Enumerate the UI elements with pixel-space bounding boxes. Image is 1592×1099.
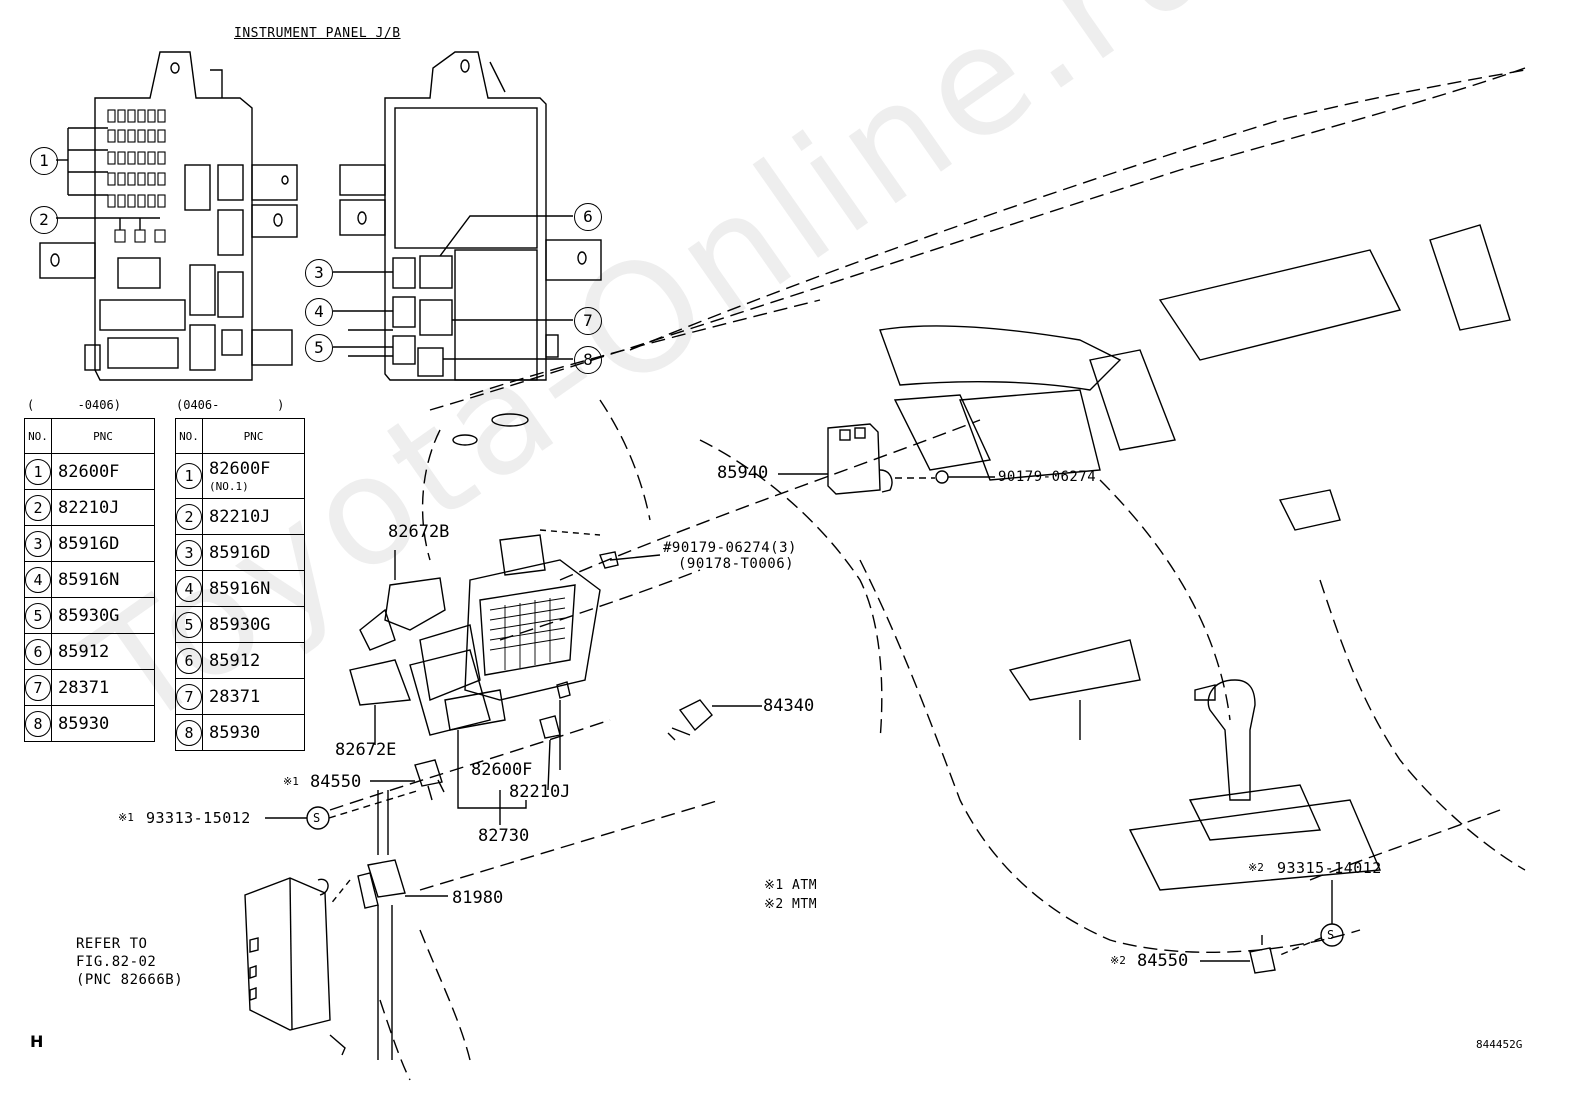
callout-4: 4	[305, 298, 333, 326]
callout-5: 5	[305, 334, 333, 362]
label-93313-15012: 93313-15012	[146, 809, 251, 827]
label-93315-14012: 93315-14012	[1277, 859, 1382, 877]
table-left-range: ( -0406)	[27, 398, 121, 412]
label-82672E: 82672E	[335, 740, 397, 760]
label-82210J: 82210J	[509, 782, 571, 802]
label-90179-06274-3: #90179-06274(3)	[663, 540, 797, 556]
screw-mark-s2: S	[1327, 928, 1335, 942]
table-right-range: (0406- )	[176, 398, 285, 412]
refer-line-1: REFER TO	[76, 936, 148, 952]
corner-h: H	[30, 1032, 44, 1051]
label-84550-mtm: 84550	[1137, 951, 1189, 971]
junction-block-front	[39, 51, 298, 381]
note-mark-1b: ※1	[118, 811, 134, 824]
label-82600F: 82600F	[471, 760, 533, 780]
label-82730: 82730	[478, 826, 530, 846]
callout-8: 8	[574, 346, 602, 374]
table-head-no: NO.	[175, 418, 203, 454]
refer-line-2: FIG.82-02	[76, 954, 157, 970]
label-81980: 81980	[452, 888, 504, 908]
table-head-no: NO.	[24, 418, 52, 454]
ecu-module	[244, 877, 346, 1056]
screw-mark-s: S	[313, 811, 321, 825]
note-mark-2: ※2	[1248, 861, 1264, 874]
table-head-pnc: PNC	[51, 418, 155, 454]
callout-3: 3	[305, 259, 333, 287]
refer-line-3: (PNC 82666B)	[76, 972, 184, 988]
callout-6: 6	[574, 203, 602, 231]
label-90178-T0006: (90178-T0006)	[678, 556, 795, 572]
relay-85940	[827, 423, 893, 495]
legend-mtm: ※2 MTM	[764, 897, 818, 912]
label-84550-atm: 84550	[310, 772, 362, 792]
label-84340: 84340	[763, 696, 815, 716]
console-details	[879, 224, 1511, 891]
junction-block-rear	[339, 51, 602, 381]
callout-2: 2	[30, 206, 58, 234]
junction-assembly	[349, 534, 619, 736]
callout-7: 7	[574, 307, 602, 335]
figure-code: 844452G	[1476, 1038, 1523, 1051]
callout-1: 1	[30, 147, 58, 175]
label-85940: 85940	[717, 463, 769, 483]
dashboard-outline	[329, 67, 1526, 1081]
label-90179-06274: 90179-06274	[998, 469, 1097, 485]
table-head-pnc: PNC	[202, 418, 305, 454]
panel-title: INSTRUMENT PANEL J/B	[234, 26, 401, 41]
note-mark-2b: ※2	[1110, 954, 1126, 967]
legend-atm: ※1 ATM	[764, 878, 818, 893]
switch-84340	[667, 699, 713, 741]
note-mark-1: ※1	[283, 775, 299, 788]
label-82672B: 82672B	[388, 522, 450, 542]
